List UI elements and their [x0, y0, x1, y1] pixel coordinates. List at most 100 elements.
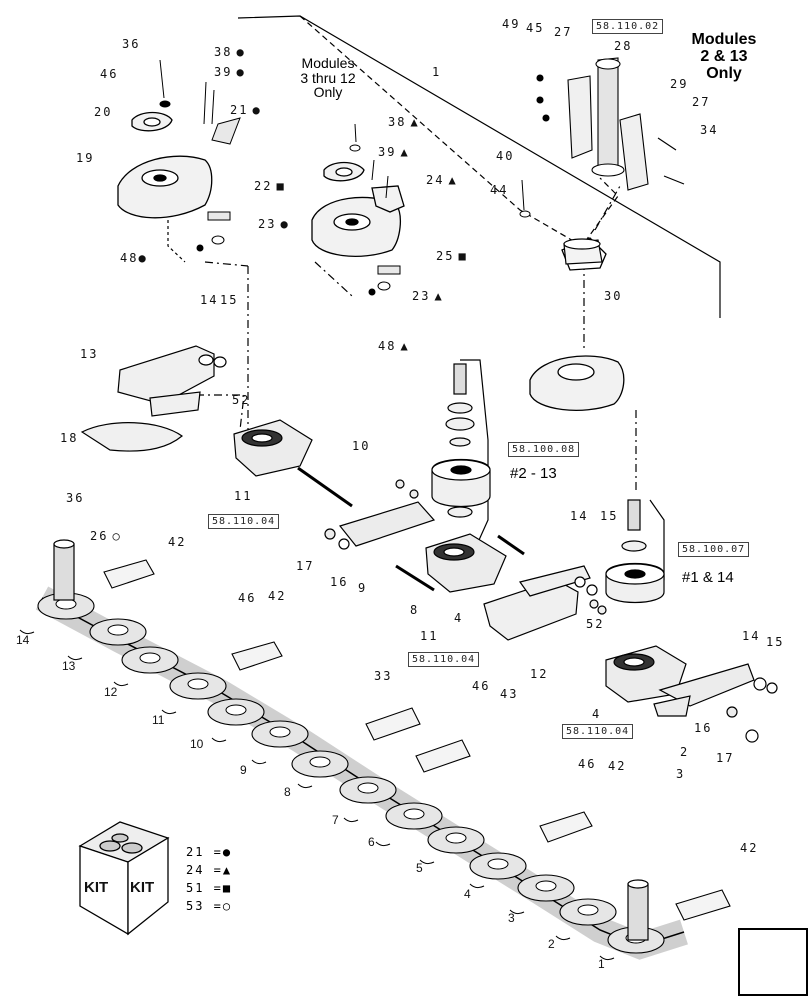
- part-number: 20: [94, 105, 113, 119]
- part-callout: 19: [76, 152, 94, 164]
- part-callout: 10: [352, 440, 370, 452]
- part-callout: 52: [232, 394, 250, 406]
- part-callout: 15: [766, 636, 784, 648]
- part-callout: 8: [410, 604, 419, 616]
- part-number: 44: [490, 183, 509, 197]
- part-callout: 23●: [258, 218, 288, 230]
- module-number: 5: [416, 861, 423, 875]
- part-number: 4: [592, 707, 602, 721]
- part-number: 23: [258, 217, 277, 231]
- kit-label: KIT: [84, 879, 109, 896]
- note-modules-3-12: Modules 3 thru 12 Only: [300, 55, 356, 101]
- part-number: 15: [220, 293, 239, 307]
- module-number: 11: [152, 713, 165, 727]
- part-callout: 46: [100, 68, 118, 80]
- part-callout: 42: [168, 536, 186, 548]
- part-callout: 16: [330, 576, 348, 588]
- part-number: 42: [168, 535, 187, 549]
- part-callout: 11: [234, 490, 252, 502]
- reference-box[interactable]: 58.110.04: [208, 514, 280, 529]
- part-callout: 20: [94, 106, 112, 118]
- kit-symbol: ▲: [434, 289, 442, 303]
- part-callout: 27: [554, 26, 572, 38]
- part-callout: 49: [502, 18, 520, 30]
- kit-legend-row: 51 =■: [186, 881, 233, 895]
- part-callout: 46: [472, 680, 490, 692]
- part-callout: 14: [200, 294, 218, 306]
- kit-symbol: ●: [138, 251, 146, 265]
- module-number: 14: [16, 633, 30, 647]
- part-number: 46: [578, 757, 597, 771]
- module-number: 1: [598, 957, 605, 971]
- part-number: 21: [230, 103, 249, 117]
- reference-box[interactable]: 58.100.07: [678, 542, 750, 557]
- part-number: 30: [604, 289, 623, 303]
- part-number: 42: [740, 841, 759, 855]
- part-callout: 29: [670, 78, 688, 90]
- part-number: 33: [374, 669, 393, 683]
- part-number: 40: [496, 149, 515, 163]
- module-number: 9: [240, 763, 247, 777]
- part-callout: 23▲: [412, 290, 442, 302]
- module-number: 2: [548, 937, 555, 951]
- part-callout: 12: [530, 668, 548, 680]
- part-number: 38: [388, 115, 407, 129]
- part-number: 14: [742, 629, 761, 643]
- next-page-button[interactable]: [738, 928, 808, 996]
- part-number: 45: [526, 21, 545, 35]
- part-callout: 52: [586, 618, 604, 630]
- part-callout: 48●: [120, 252, 150, 264]
- part-callout: 30: [604, 290, 622, 302]
- part-number: 46: [472, 679, 491, 693]
- part-callout: 14: [570, 510, 588, 522]
- reference-box[interactable]: 58.110.04: [562, 724, 634, 739]
- module-number: 4: [464, 887, 471, 901]
- part-callout: 38●: [214, 46, 244, 58]
- kit-box-icon: [78, 821, 170, 936]
- part-number: 36: [66, 491, 85, 505]
- kit-symbol: ■: [458, 249, 466, 263]
- part-number: 38: [214, 45, 233, 59]
- kit-symbol: ●: [236, 65, 244, 79]
- module-number: 13: [62, 659, 76, 673]
- part-callout: 44: [490, 184, 508, 196]
- part-callout: 17: [296, 560, 314, 572]
- part-callout: 14: [742, 630, 760, 642]
- part-number: 46: [238, 591, 257, 605]
- part-number: 13: [80, 347, 99, 361]
- part-callout: 42: [740, 842, 758, 854]
- module-number: 12: [104, 685, 118, 699]
- part-callout: 2: [680, 746, 689, 758]
- part-number: 42: [608, 759, 627, 773]
- part-callout: 17: [716, 752, 734, 764]
- reference-box[interactable]: 58.110.02: [592, 19, 664, 34]
- part-callout: 22■: [254, 180, 284, 192]
- reference-box[interactable]: 58.100.08: [508, 442, 580, 457]
- kit-label: KIT: [130, 879, 155, 896]
- part-number: 46: [100, 67, 119, 81]
- part-callout: 45: [526, 22, 544, 34]
- part-number: 43: [500, 687, 519, 701]
- kit-symbol: ▲: [400, 145, 408, 159]
- part-callout: 15: [600, 510, 618, 522]
- kit-legend-row: 21 =●: [186, 845, 233, 859]
- part-callout: 26○: [90, 530, 120, 542]
- part-callout: 18: [60, 432, 78, 444]
- part-number: 17: [716, 751, 735, 765]
- part-number: 36: [122, 37, 141, 51]
- part-number: 17: [296, 559, 315, 573]
- part-number: 14: [200, 293, 219, 307]
- reference-box[interactable]: 58.110.04: [408, 652, 480, 667]
- part-callout: 33: [374, 670, 392, 682]
- kit-symbol: ■: [276, 179, 284, 193]
- part-callout: 46: [578, 758, 596, 770]
- kit-legend-row: 53 =○: [186, 899, 233, 913]
- part-callout: 16: [694, 722, 712, 734]
- module-number: 10: [190, 737, 204, 751]
- part-number: 8: [410, 603, 420, 617]
- part-number: 3: [676, 767, 686, 781]
- part-callout: 43: [500, 688, 518, 700]
- part-number: 24: [426, 173, 445, 187]
- part-number: 34: [700, 123, 719, 137]
